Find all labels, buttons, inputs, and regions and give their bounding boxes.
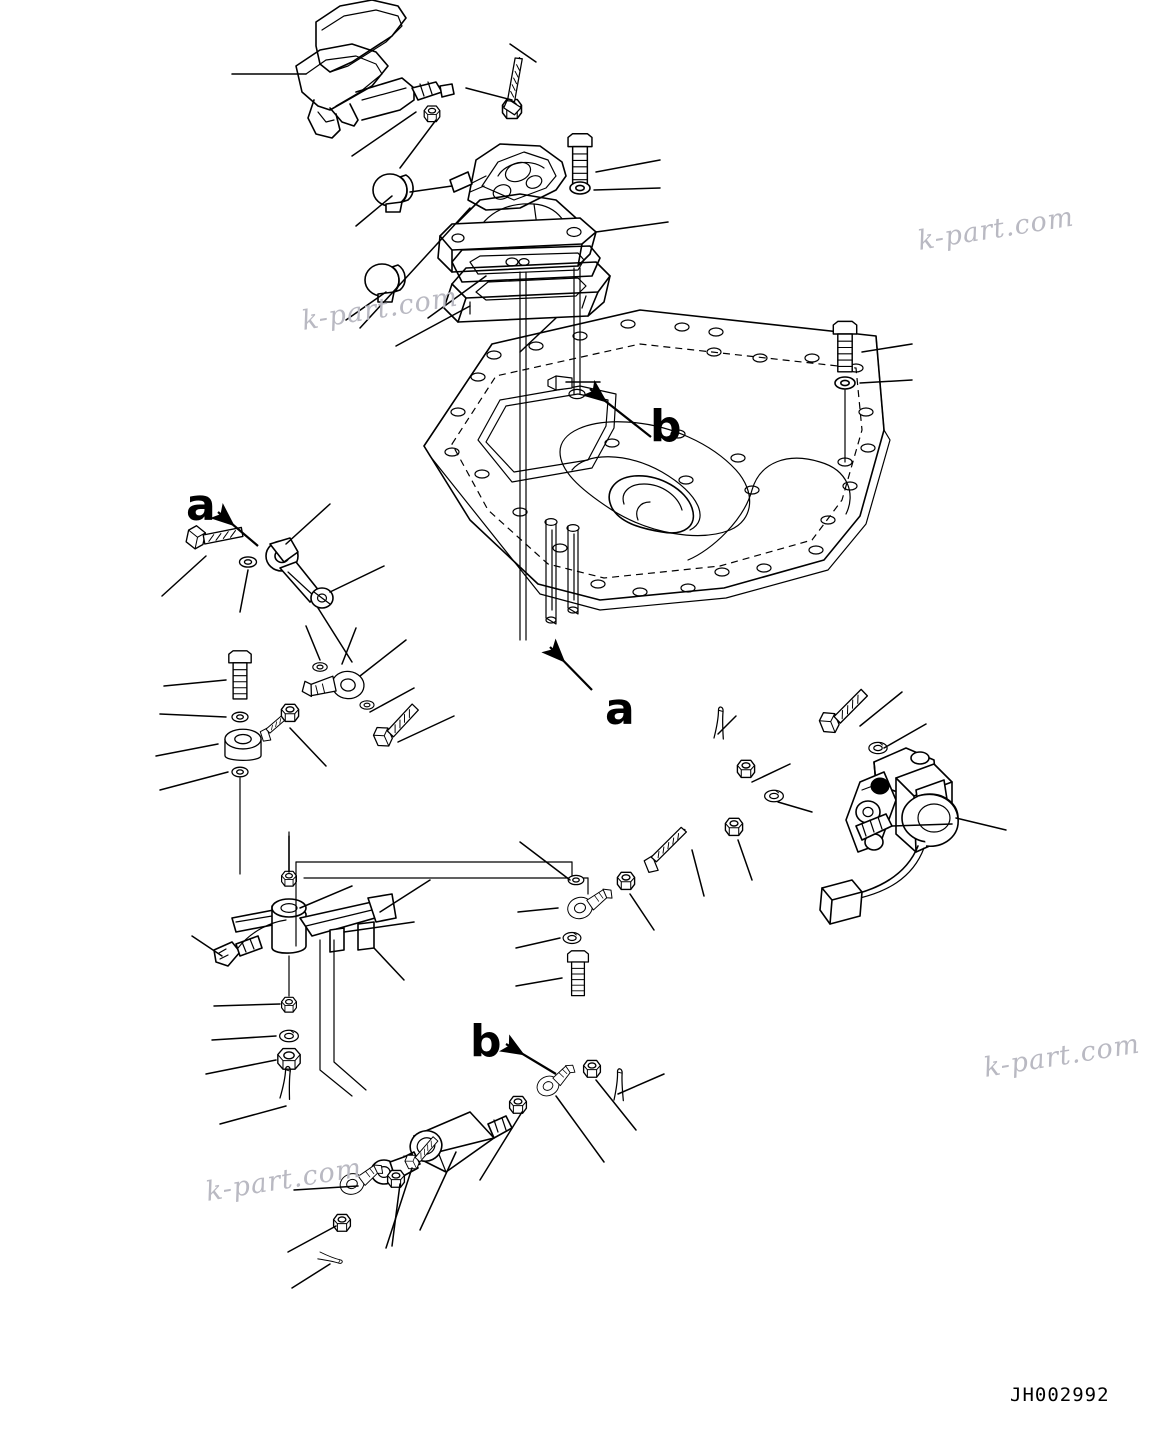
callout-arrows (209, 379, 652, 1075)
shift-tower-gasket (451, 245, 601, 283)
shift-tower-housing (437, 143, 597, 273)
callout-b-lower: b (470, 1016, 502, 1067)
damper-nut-left (332, 1213, 352, 1232)
mid-cluster-washer-3 (764, 789, 784, 803)
mid-cluster-turnbuckle (637, 825, 697, 875)
mid-cluster-rodend (564, 886, 617, 923)
link-washer-upper-left (238, 556, 258, 568)
mid-washer-right (359, 700, 375, 710)
stack-bolt (228, 650, 252, 700)
leader-lines (155, 43, 1007, 1289)
tower-washer (569, 181, 591, 195)
callout-a-middle: a (605, 684, 635, 735)
arrow-b-lower (499, 1034, 557, 1075)
mid-washer-top (312, 662, 328, 672)
plate-washer-right (834, 376, 856, 390)
bellcrank-cotter (279, 1065, 295, 1100)
plate-bolt-hole (837, 457, 853, 467)
bellcrank-locknut (277, 1047, 301, 1070)
stack-washer-2 (231, 766, 249, 778)
mid-cluster-washer-2 (562, 931, 582, 945)
damper-rodend-right (532, 1062, 581, 1100)
bellcrank-nut-bottom (281, 996, 297, 1013)
damper-nut-far-right (582, 1059, 602, 1078)
bellcrank-nut-top (281, 870, 297, 887)
arrow-a-middle (541, 638, 593, 691)
tower-long-stud (488, 54, 545, 117)
shift-lever-handle-lower (295, 43, 455, 139)
callout-a-upper: a (186, 480, 216, 531)
rod-down-left-2 (333, 939, 367, 1091)
arrow-b-upper (582, 379, 652, 438)
tower-bolt (567, 132, 593, 186)
damper-cotter (613, 1067, 627, 1102)
drawing-number: JH002992 (1010, 1384, 1110, 1406)
mid-cluster-hexnut (616, 871, 636, 891)
stack-washer-1 (231, 711, 249, 723)
damper-nut-right (508, 1095, 528, 1114)
arrow-a-upper (209, 503, 259, 547)
mid-cluster-cotter (713, 706, 728, 740)
damper-nut-left-2 (386, 1169, 406, 1188)
stack-collar (224, 728, 262, 762)
transmission-top-plate (423, 267, 891, 641)
lever-shaft-nut (423, 105, 441, 123)
bellcrank-washer (279, 1029, 299, 1043)
mid-hexnut (280, 703, 300, 723)
mid-rodend (301, 666, 366, 703)
electric-actuator (819, 747, 959, 925)
mid-cluster-hexnut-2 (724, 817, 744, 837)
mid-bolt-right (367, 702, 428, 751)
shift-lever-handle-upper (315, 0, 407, 73)
rod-down-left (319, 939, 353, 1097)
link-arm-upper (265, 537, 334, 609)
callout-b-upper: b (650, 401, 682, 452)
shift-key-pin (547, 375, 573, 391)
actuator-bolt (813, 687, 877, 737)
mid-cluster-bolt (566, 950, 590, 997)
shift-tower-cover (443, 258, 611, 323)
mid-cluster-hexnut-3 (736, 759, 756, 779)
bellcrank-assembly (213, 893, 397, 967)
